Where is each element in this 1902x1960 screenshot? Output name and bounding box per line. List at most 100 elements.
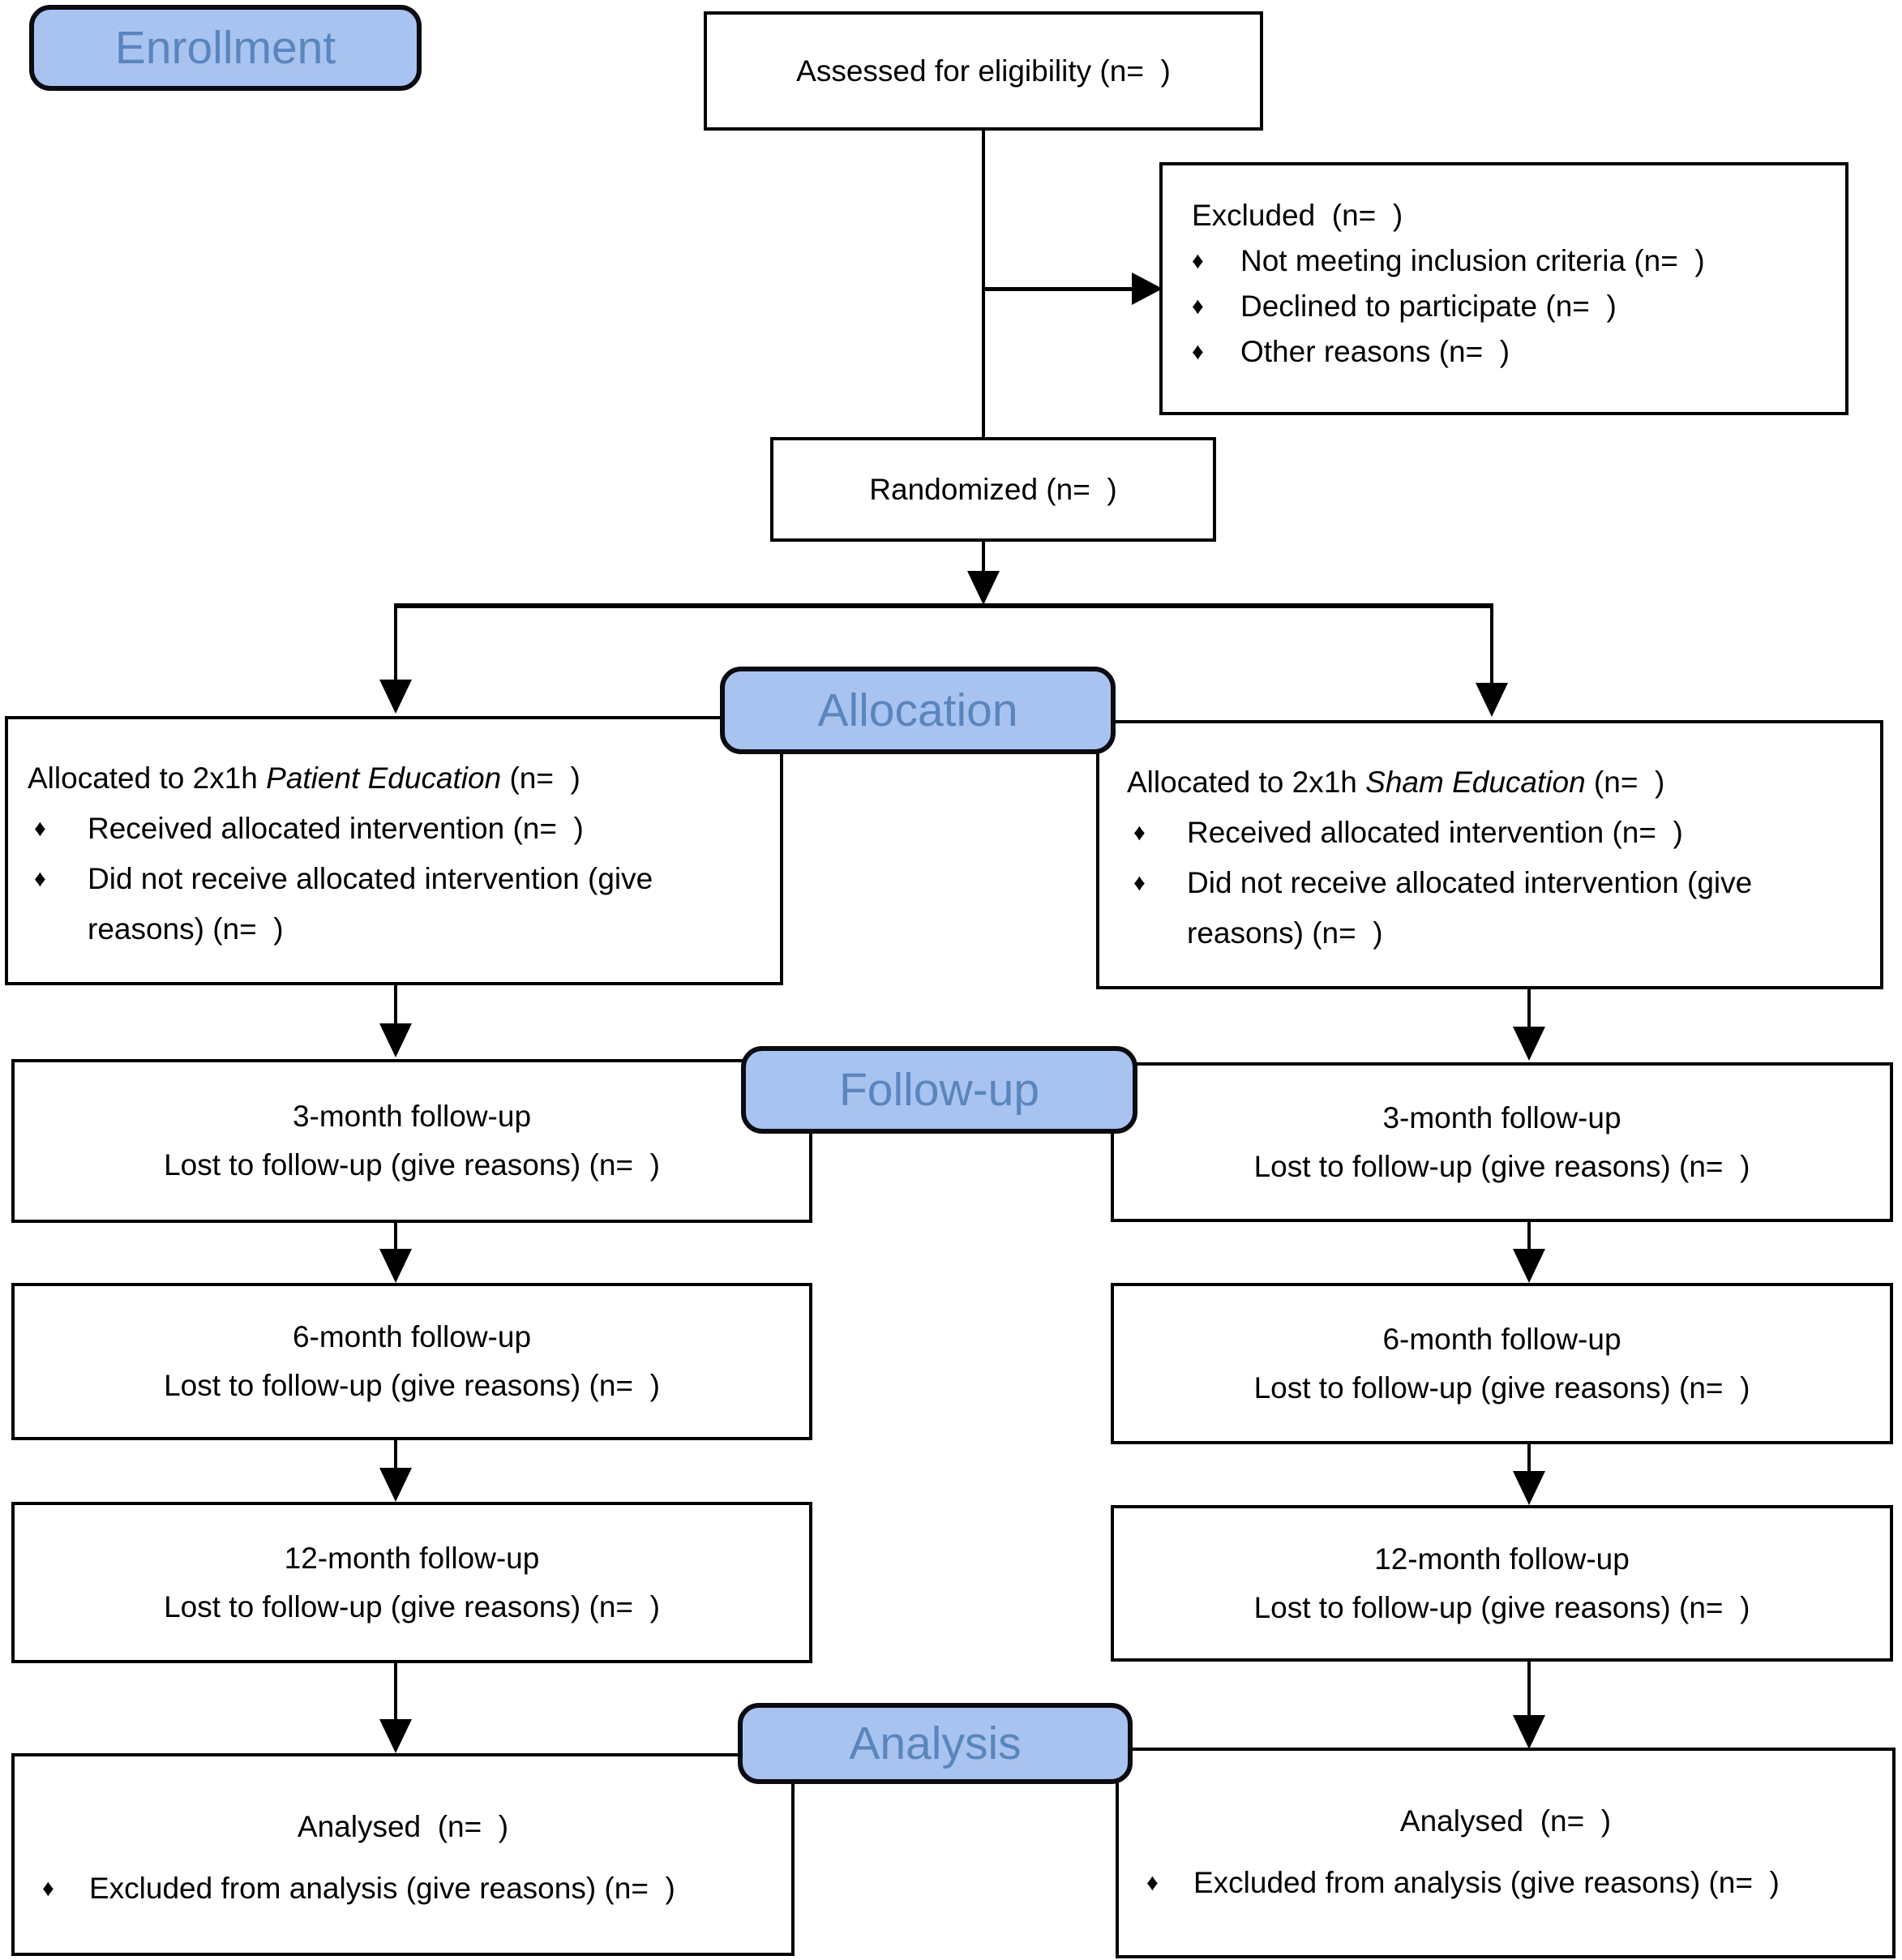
allocation-right-content: Allocated to 2x1h Sham Education (n= ) ♦…	[1099, 723, 1880, 959]
followup-line1: 6-month follow-up	[1382, 1322, 1621, 1356]
arrowhead-fu12-left-icon	[379, 1468, 412, 1502]
randomized-text: Randomized (n= )	[869, 472, 1117, 506]
analysed-bullet-row: ♦ Excluded from analysis (give reasons) …	[15, 1864, 791, 1914]
followup-6mo-left-box: 6-month follow-up Lost to follow-up (giv…	[11, 1283, 812, 1440]
stage-label-text: Allocation	[817, 684, 1018, 736]
arrowhead-excluded-icon	[1132, 272, 1163, 305]
excluded-title: Excluded (n= )	[1192, 199, 1403, 232]
followup-line1: 3-month follow-up	[292, 1100, 532, 1134]
arrowhead-alloc-right-icon	[1476, 683, 1508, 717]
allocation-bullet-row: ♦ Did not receive allocated intervention…	[28, 854, 765, 954]
stage-label-enrollment: Enrollment	[29, 5, 422, 91]
allocation-left-content: Allocated to 2x1h Patient Education (n= …	[8, 719, 780, 954]
connector-fu6-to-fu12-right	[1527, 1444, 1531, 1474]
stage-label-followup: Follow-up	[741, 1046, 1137, 1134]
allocation-right-title: Allocated to 2x1h Sham Education (n= )	[1127, 757, 1866, 808]
followup-line2: Lost to follow-up (give reasons) (n= )	[1253, 1149, 1750, 1183]
allocation-title-suffix: (n= )	[501, 761, 580, 795]
followup-line1: 3-month follow-up	[1382, 1100, 1621, 1134]
allocation-left-box: Allocated to 2x1h Patient Education (n= …	[5, 716, 783, 985]
followup-line2: Lost to follow-up (give reasons) (n= )	[164, 1589, 660, 1623]
diamond-bullet-icon: ♦	[1192, 339, 1204, 365]
arrowhead-fu3-right-icon	[1513, 1027, 1545, 1061]
assessed-box: Assessed for eligibility (n= )	[704, 11, 1263, 131]
allocation-bullet-text: Received allocated intervention (n= )	[88, 812, 584, 845]
connector-split-left	[394, 603, 397, 681]
excluded-bullet-text: Declined to participate (n= )	[1240, 289, 1617, 323]
connector-fu12-to-analysed-right	[1527, 1662, 1531, 1720]
analysed-left-content: Analysed (n= ) ♦ Excluded from analysis …	[15, 1756, 791, 1914]
connector-assessed-to-randomized	[982, 131, 985, 439]
allocation-arm-name: Patient Education	[266, 761, 502, 795]
followup-3mo-left-box: 3-month follow-up Lost to follow-up (giv…	[11, 1059, 812, 1223]
excluded-box: Excluded (n= ) ♦ Not meeting inclusion c…	[1159, 162, 1848, 415]
analysed-bullet-text: Excluded from analysis (give reasons) (n…	[89, 1872, 675, 1905]
arrowhead-fu6-left-icon	[379, 1249, 412, 1283]
followup-line1: 12-month follow-up	[1374, 1542, 1630, 1576]
allocation-bullet-text: Did not receive allocated intervention (…	[88, 862, 653, 946]
allocation-title-prefix: Allocated to 2x1h	[28, 761, 267, 795]
analysed-title: Analysed (n= )	[1399, 1804, 1612, 1838]
diamond-bullet-icon: ♦	[1192, 294, 1204, 320]
allocation-bullet-row: ♦ Received allocated intervention (n= )	[28, 804, 765, 854]
allocation-left-title: Allocated to 2x1h Patient Education (n= …	[28, 753, 765, 804]
connector-to-excluded	[983, 287, 1133, 291]
followup-line2: Lost to follow-up (give reasons) (n= )	[164, 1148, 660, 1182]
connector-fu3-to-fu6-left	[394, 1223, 397, 1252]
followup-line2: Lost to follow-up (give reasons) (n= )	[1253, 1370, 1750, 1405]
connector-fu3-to-fu6-right	[1527, 1222, 1531, 1252]
followup-line2: Lost to follow-up (give reasons) (n= )	[1253, 1590, 1750, 1624]
arrowhead-split-icon	[967, 571, 1000, 605]
diamond-bullet-icon: ♦	[34, 866, 46, 892]
assessed-text: Assessed for eligibility (n= )	[796, 54, 1171, 88]
allocation-bullet-text: Did not receive allocated intervention (…	[1187, 866, 1753, 950]
followup-line2: Lost to follow-up (give reasons) (n= )	[164, 1369, 660, 1402]
excluded-bullet-text: Not meeting inclusion criteria (n= )	[1240, 244, 1705, 277]
allocation-bullet-row: ♦ Received allocated intervention (n= )	[1127, 808, 1866, 858]
arrowhead-fu6-right-icon	[1513, 1249, 1545, 1283]
excluded-bullet-row: ♦ Declined to participate (n= )	[1192, 284, 1829, 329]
allocation-arm-name: Sham Education	[1365, 766, 1586, 799]
diamond-bullet-icon: ♦	[1133, 820, 1146, 846]
stage-label-allocation: Allocation	[720, 667, 1116, 754]
diamond-bullet-icon: ♦	[1146, 1870, 1159, 1896]
diamond-bullet-icon: ♦	[42, 1876, 54, 1902]
allocation-bullet-text: Received allocated intervention (n= )	[1187, 816, 1683, 849]
followup-6mo-right-box: 6-month follow-up Lost to follow-up (giv…	[1111, 1283, 1893, 1444]
split-line	[394, 603, 1493, 608]
diamond-bullet-icon: ♦	[1192, 248, 1204, 274]
followup-12mo-right-box: 12-month follow-up Lost to follow-up (gi…	[1111, 1505, 1893, 1662]
excluded-content: Excluded (n= ) ♦ Not meeting inclusion c…	[1163, 165, 1845, 375]
allocation-bullet-row: ♦ Did not receive allocated intervention…	[1127, 858, 1866, 959]
allocation-title-prefix: Allocated to 2x1h	[1127, 766, 1366, 799]
followup-line1: 12-month follow-up	[284, 1541, 540, 1575]
followup-line1: 6-month follow-up	[292, 1320, 532, 1354]
stage-label-text: Enrollment	[114, 22, 336, 74]
diamond-bullet-icon: ♦	[1133, 870, 1146, 896]
analysed-title: Analysed (n= )	[297, 1810, 509, 1843]
connector-fu6-to-fu12-left	[394, 1440, 397, 1471]
stage-label-text: Follow-up	[838, 1064, 1040, 1116]
analysed-right-content: Analysed (n= ) ♦ Excluded from analysis …	[1119, 1751, 1892, 1908]
arrowhead-analysed-right-icon	[1513, 1715, 1545, 1749]
arrowhead-fu12-right-icon	[1513, 1471, 1545, 1505]
analysed-right-box: Analysed (n= ) ♦ Excluded from analysis …	[1116, 1748, 1896, 1958]
allocation-title-suffix: (n= )	[1585, 766, 1665, 799]
arrowhead-fu3-left-icon	[379, 1023, 412, 1057]
randomized-box: Randomized (n= )	[770, 437, 1216, 542]
analysed-bullet-row: ♦ Excluded from analysis (give reasons) …	[1119, 1858, 1892, 1908]
stage-label-text: Analysis	[849, 1718, 1022, 1769]
arrowhead-analysed-left-icon	[379, 1719, 412, 1753]
followup-3mo-right-box: 3-month follow-up Lost to follow-up (giv…	[1111, 1062, 1893, 1222]
excluded-bullet-row: ♦ Other reasons (n= )	[1192, 329, 1829, 375]
analysed-left-box: Analysed (n= ) ♦ Excluded from analysis …	[11, 1753, 795, 1956]
diamond-bullet-icon: ♦	[34, 816, 46, 842]
connector-randomized-to-split	[982, 542, 985, 574]
stage-label-analysis: Analysis	[738, 1703, 1133, 1784]
connector-fu12-to-analysed-left	[394, 1663, 397, 1724]
connector-alloc-to-fu3-right	[1527, 988, 1531, 1033]
connector-alloc-to-fu3-left	[394, 984, 397, 1028]
followup-12mo-left-box: 12-month follow-up Lost to follow-up (gi…	[11, 1502, 812, 1663]
arrowhead-alloc-left-icon	[379, 680, 412, 714]
